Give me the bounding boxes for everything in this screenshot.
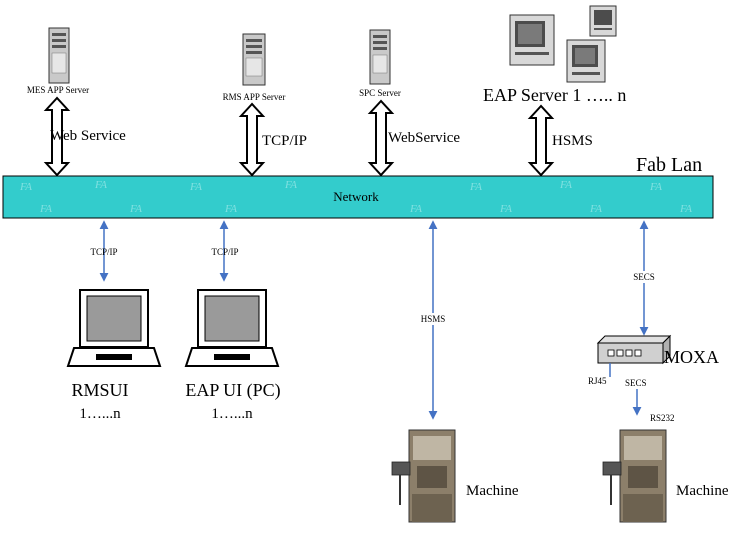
link-label: WebService <box>388 130 460 146</box>
block-arrow-tcpip: TCP/IP <box>238 102 307 177</box>
client-count: 1…...n <box>211 406 253 422</box>
server-tower-icon <box>242 33 266 86</box>
watermark-text: FA <box>559 179 572 191</box>
eap-ui-client: EAP UI (PC) 1…...n <box>184 289 281 422</box>
mes-app-server: MES APP Server <box>27 27 89 95</box>
watermark-text: FA <box>19 181 32 193</box>
network-label: Network <box>333 189 379 204</box>
link-label: HSMS <box>552 133 593 149</box>
link-label: Web Service <box>50 128 126 144</box>
machine-label: Machine <box>466 483 519 499</box>
watermark-text: FA <box>679 203 692 215</box>
link-label: TCP/IP <box>90 247 117 257</box>
watermark-text: FA <box>284 179 297 191</box>
workstation-icon <box>566 39 606 83</box>
machine-secs: Machine <box>602 429 729 523</box>
watermark-text: FA <box>94 179 107 191</box>
link-label: TCP/IP <box>262 133 307 149</box>
link-label: HSMS <box>421 314 446 324</box>
port-label-rj45: RJ45 <box>588 376 607 386</box>
block-arrow-webservice: WebService <box>367 99 460 177</box>
watermark-text: FA <box>589 203 602 215</box>
machine-icon <box>391 429 456 523</box>
link-label: TCP/IP <box>211 247 238 257</box>
server-label: EAP Server 1 ….. n <box>483 85 626 105</box>
watermark-text: FA <box>499 203 512 215</box>
link-eap-ui: TCP/IP <box>211 220 239 282</box>
server-label: MES APP Server <box>27 85 89 95</box>
network-bus: FA FA FA FA FA FA FA FA FA FA FA FA FA F… <box>2 154 714 219</box>
server-tower-icon <box>369 29 391 85</box>
link-rmsui: TCP/IP <box>90 220 118 282</box>
client-title: RMSUI <box>71 380 128 400</box>
workstation-icon <box>589 5 617 37</box>
moxa-label: MOXA <box>664 347 719 367</box>
rmsui-client: RMSUI 1…...n <box>66 289 162 422</box>
moxa-device: MOXA RJ45 SECS RS232 <box>588 334 719 423</box>
laptop-icon <box>184 289 280 367</box>
laptop-icon <box>66 289 162 367</box>
spc-server: SPC Server <box>359 29 401 98</box>
watermark-text: FA <box>649 181 662 193</box>
rms-app-server: RMS APP Server <box>223 33 286 102</box>
link-machine-hsms: HSMS <box>417 220 449 420</box>
server-tower-icon <box>48 27 70 84</box>
machine-icon <box>602 429 667 523</box>
network-bar <box>2 175 714 219</box>
link-moxa-secs: SECS <box>629 220 659 336</box>
eap-server: EAP Server 1 ….. n <box>483 5 626 105</box>
block-arrow-hsms: HSMS <box>527 104 593 177</box>
port-link-label: SECS <box>625 378 647 388</box>
fab-lan-label: Fab Lan <box>636 154 702 176</box>
watermark-text: FA <box>469 181 482 193</box>
watermark-text: FA <box>39 203 52 215</box>
client-title: EAP UI (PC) <box>185 380 280 401</box>
server-label: SPC Server <box>359 88 401 98</box>
watermark-text: FA <box>409 203 422 215</box>
watermark-pattern: FA FA FA FA FA FA FA FA FA FA FA FA FA F… <box>19 179 692 215</box>
port-label-rs232: RS232 <box>650 413 675 423</box>
machine-hsms: Machine <box>391 429 519 523</box>
block-arrow-web-service: Web Service <box>43 96 126 177</box>
watermark-text: FA <box>224 203 237 215</box>
watermark-text: FA <box>189 181 202 193</box>
watermark-text: FA <box>129 203 142 215</box>
workstation-icon <box>509 14 555 66</box>
machine-label: Machine <box>676 483 729 499</box>
moxa-box-icon <box>596 334 672 365</box>
client-count: 1…...n <box>79 406 121 422</box>
server-label: RMS APP Server <box>223 92 286 102</box>
link-label: SECS <box>633 272 655 282</box>
